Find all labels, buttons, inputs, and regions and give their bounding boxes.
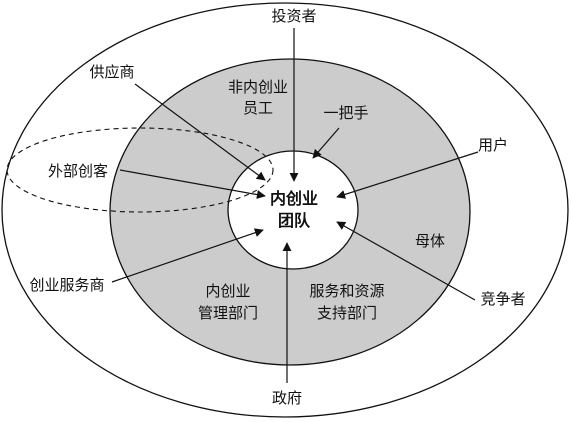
arrow-competitor <box>336 221 476 301</box>
parent-label: 母体 <box>415 232 445 250</box>
non-staff-label-line1: 非内创业 <box>228 78 288 96</box>
user-label: 用户 <box>478 136 508 154</box>
service-dept-label-line2: 支持部门 <box>317 304 377 322</box>
core-label-line1: 内创业 <box>270 189 318 208</box>
government-label: 政府 <box>272 389 302 407</box>
mgmt-dept-label-line2: 管理部门 <box>198 304 258 322</box>
supplier-label: 供应商 <box>89 63 134 81</box>
service-provider-label: 创业服务商 <box>29 276 104 294</box>
arrow-external-maker <box>119 169 266 199</box>
non-staff-label-line2: 员工 <box>243 99 273 117</box>
mgmt-dept-label-line1: 内创业 <box>205 282 250 300</box>
core-circle <box>227 150 359 270</box>
arrow-user <box>336 151 479 199</box>
external-maker-label: 外部创客 <box>48 162 108 180</box>
investor-label: 投资者 <box>271 7 316 25</box>
core-label-line2: 团队 <box>278 211 311 230</box>
external-maker-dashed-ellipse <box>6 127 274 213</box>
arrow-leader <box>312 127 340 159</box>
service-dept-label-line1: 服务和资源 <box>309 282 384 300</box>
competitor-label: 竞争者 <box>480 290 525 308</box>
arrow-service-provider <box>111 228 264 283</box>
leader-label: 一把手 <box>323 104 368 122</box>
arrow-supplier <box>134 83 266 181</box>
